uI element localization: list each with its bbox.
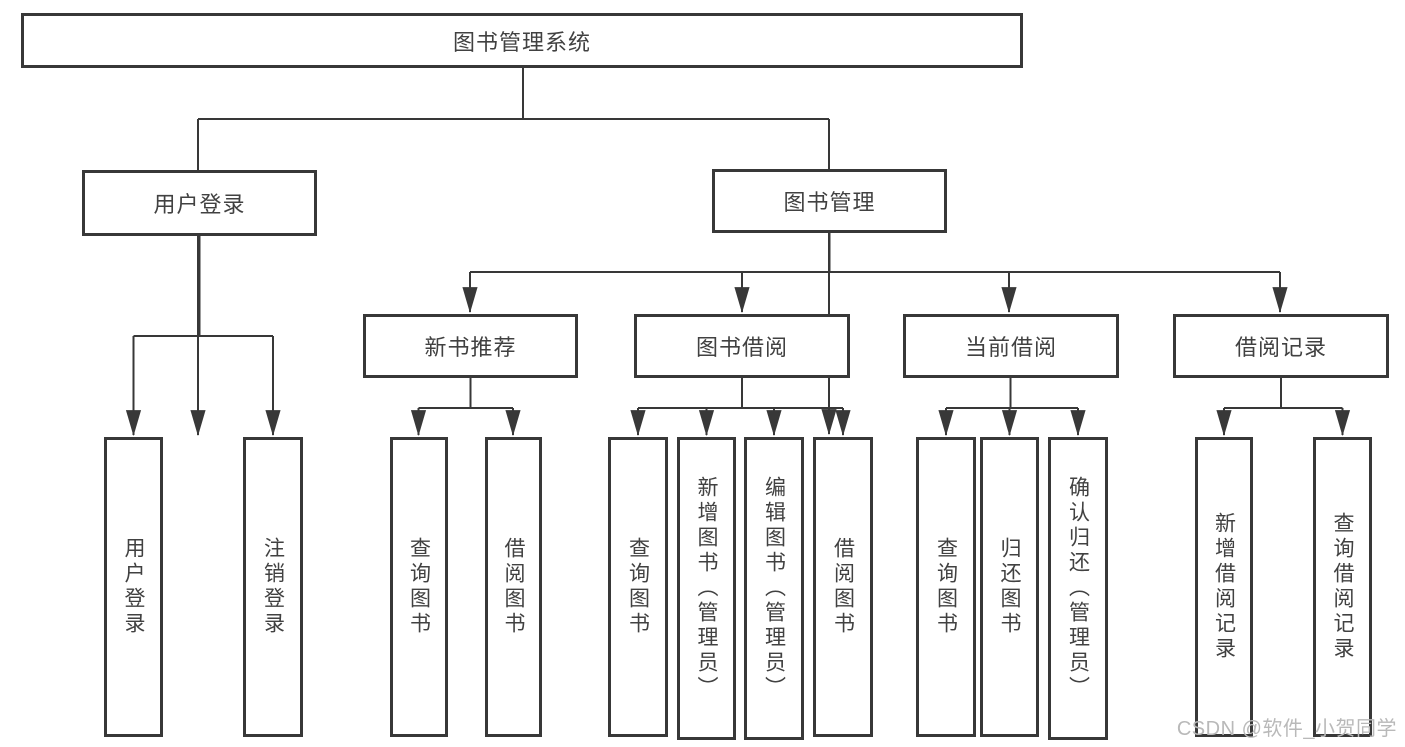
node-book-borrow: 图书借阅 [634, 314, 850, 378]
node-borrow-record: 借阅记录 [1173, 314, 1389, 378]
node-label: 查询图书 [934, 537, 958, 637]
node-label: 确认归还（管理员） [1066, 476, 1090, 701]
node-label: 借阅记录 [1234, 335, 1327, 360]
node-label: 图书管理 [783, 190, 876, 215]
node-leaf-borrow-book-recommend: 借阅图书 [485, 437, 542, 737]
node-leaf-borrow-book: 借阅图书 [813, 437, 873, 737]
node-leaf-return-book: 归还图书 [980, 437, 1039, 737]
node-leaf-query-borrow-record: 查询借阅记录 [1313, 437, 1372, 737]
node-leaf-query-book-current: 查询图书 [916, 437, 976, 737]
node-current-borrow: 当前借阅 [903, 314, 1119, 378]
node-leaf-confirm-return-admin: 确认归还（管理员） [1048, 437, 1108, 740]
node-label: 新增图书（管理员） [695, 476, 719, 701]
node-label: 查询图书 [626, 537, 650, 637]
node-leaf-edit-book-admin: 编辑图书（管理员） [744, 437, 804, 740]
node-leaf-query-book-borrow: 查询图书 [608, 437, 668, 737]
node-book-management: 图书管理 [712, 169, 947, 233]
node-user-login: 用户登录 [82, 170, 317, 236]
node-leaf-logout: 注销登录 [243, 437, 303, 737]
node-leaf-add-borrow-record: 新增借阅记录 [1195, 437, 1253, 737]
node-label: 借阅图书 [831, 537, 855, 637]
node-label: 查询借阅记录 [1331, 512, 1355, 662]
node-leaf-user-login: 用户登录 [104, 437, 163, 737]
node-label: 当前借阅 [964, 335, 1057, 360]
node-label: 图书借阅 [695, 335, 788, 360]
node-label: 编辑图书（管理员） [762, 476, 786, 701]
csdn-watermark: CSDN @软件_小贺同学 [1176, 718, 1397, 740]
node-label: 新增借阅记录 [1212, 512, 1236, 662]
node-label: 用户登录 [122, 537, 146, 637]
node-leaf-query-book-recommend: 查询图书 [390, 437, 448, 737]
node-label: 图书管理系统 [452, 29, 591, 55]
node-label: 用户登录 [153, 192, 246, 217]
node-label: 归还图书 [998, 537, 1022, 637]
node-label: 新书推荐 [424, 335, 517, 360]
node-label: 借阅图书 [502, 537, 526, 637]
node-root-library-system: 图书管理系统 [21, 13, 1023, 68]
node-new-book-recommend: 新书推荐 [363, 314, 578, 378]
node-label: 查询图书 [407, 537, 431, 637]
node-leaf-add-book-admin: 新增图书（管理员） [677, 437, 736, 740]
node-label: 注销登录 [261, 537, 285, 637]
